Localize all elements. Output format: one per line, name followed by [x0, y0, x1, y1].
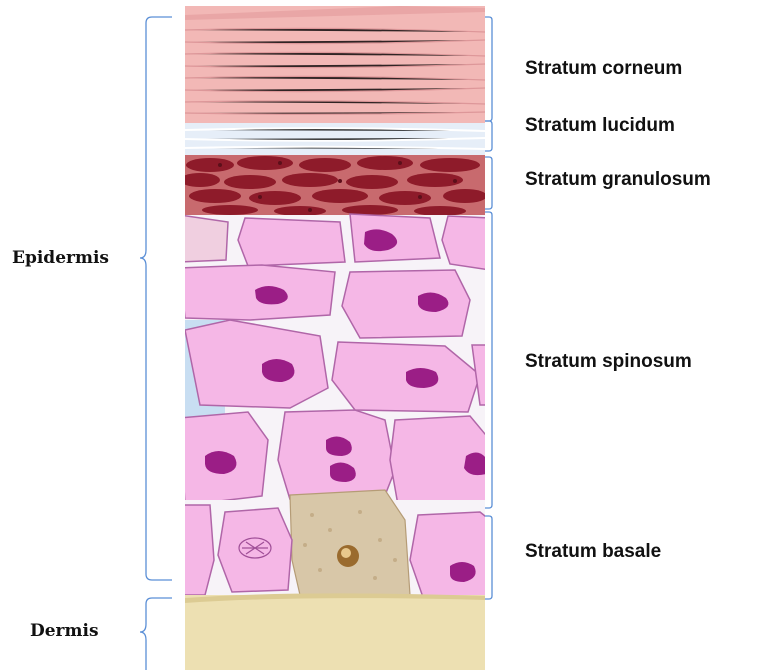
epidermis-bracket: [140, 17, 172, 580]
dermis-bracket: [140, 598, 172, 670]
stratum-corneum-label: Stratum corneum: [525, 58, 682, 80]
lucidum-bracket: [485, 121, 492, 151]
stratum-granulosum-layer: [180, 155, 487, 216]
basale-bracket: [485, 516, 492, 599]
corneum-bracket: [485, 17, 492, 121]
stratum-corneum-layer: [185, 6, 485, 123]
stratum-spinosum-layer: [180, 214, 490, 510]
stratum-basale-label: Stratum basale: [525, 541, 661, 563]
epidermis-label: Epidermis: [12, 248, 109, 268]
stratum-spinosum-label: Stratum spinosum: [525, 351, 692, 373]
granulosum-bracket: [485, 157, 492, 209]
dermis-label: Dermis: [30, 621, 99, 641]
stratum-lucidum-label: Stratum lucidum: [525, 115, 675, 137]
stratum-granulosum-label: Stratum granulosum: [525, 169, 711, 191]
dermis-layer: [185, 593, 485, 670]
stratum-lucidum-layer: [185, 123, 485, 155]
stratum-basale-layer: [180, 490, 490, 603]
spinosum-bracket: [485, 212, 492, 508]
